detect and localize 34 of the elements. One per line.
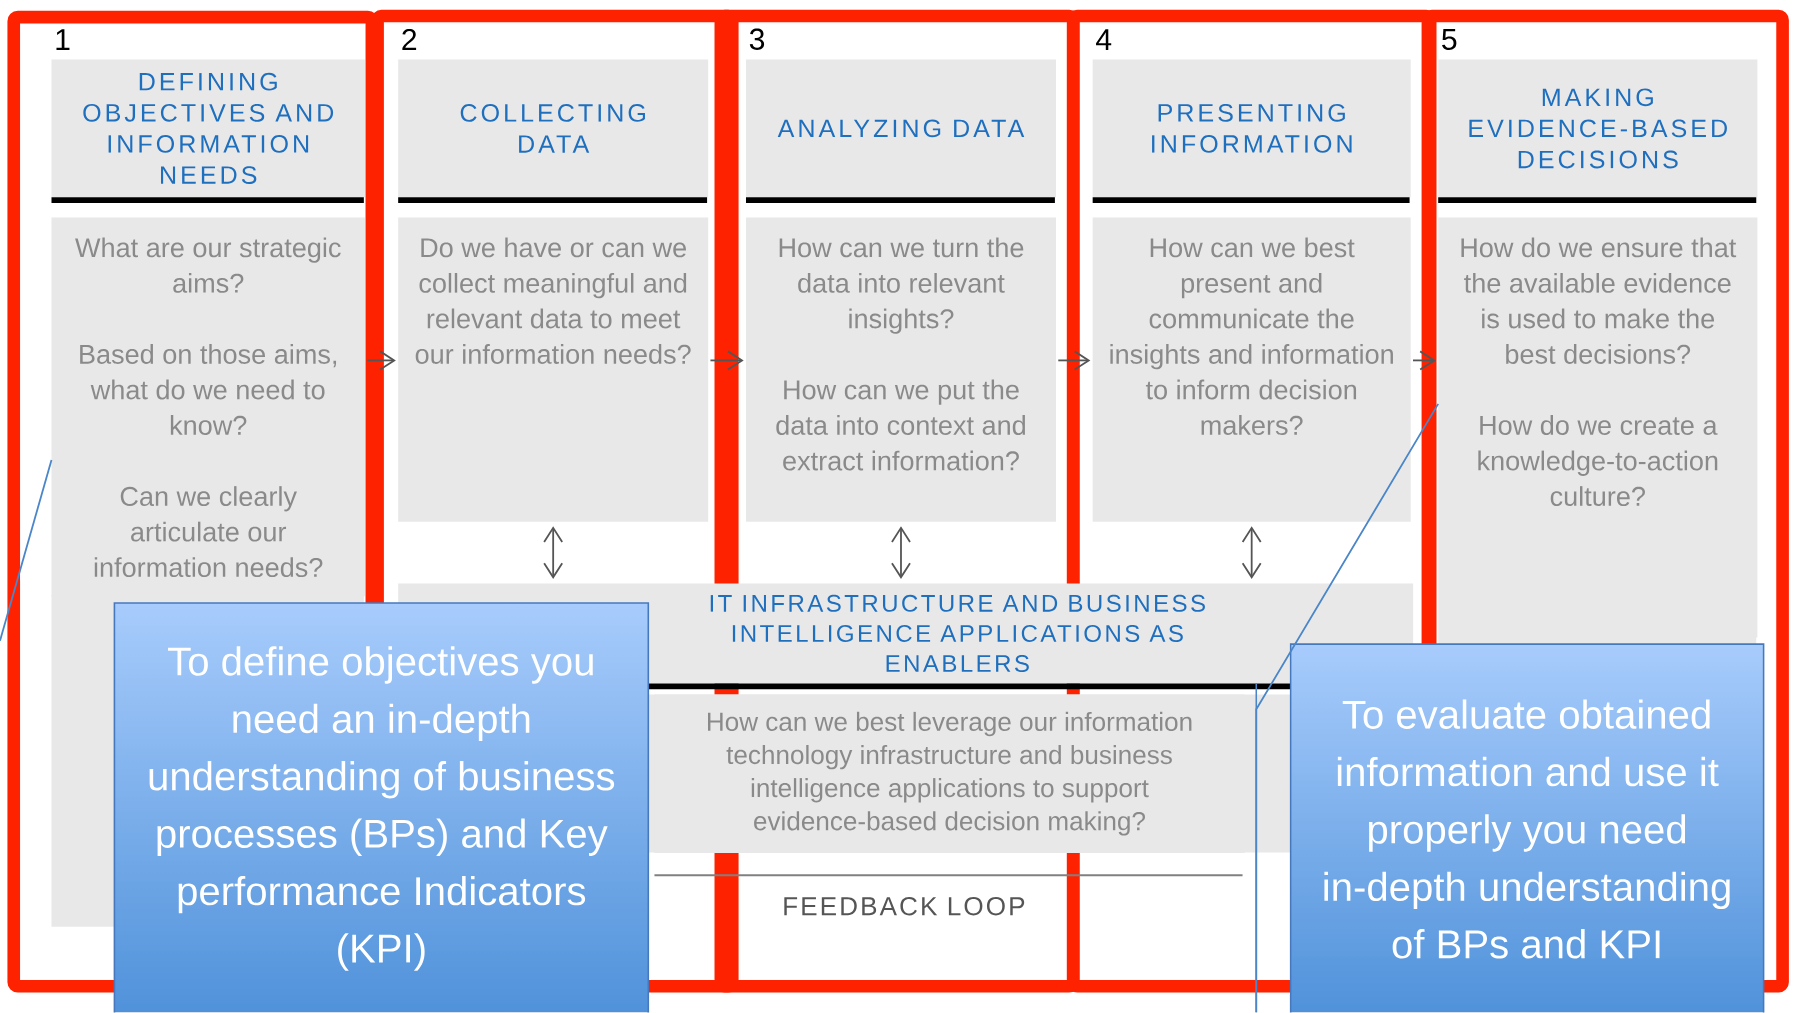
- node-label: What are our strategic aims?: [75, 237, 341, 294]
- question-box: How can we best present and communicate the insights and information to inform decision makers?: [1092, 217, 1411, 522]
- step-header: COLLECTING DATA: [398, 59, 709, 198]
- node-label: Based on those aims, what do we need to know?: [80, 344, 337, 436]
- question-box: How can we best leverage our information technology infrastructure and business intelligence applications to support evidence-based decision making?: [654, 694, 1245, 854]
- loop-label: FEEDBACK LOOP: [784, 897, 1025, 916]
- step-header: PRESENTING INFORMATION: [1092, 59, 1411, 198]
- step-number: 5: [1442, 29, 1457, 51]
- node-label: How can we best leverage our information technology infrastructure and business intelligence applications to support evidence-based decision making?: [708, 712, 1192, 836]
- question-box: What are our strategic aims? Based on those aims, what do we need to know? Can we clearly articulate our information needs?: [51, 217, 365, 597]
- step-number: 2: [402, 29, 417, 51]
- step-number: 3: [749, 28, 765, 51]
- question-box: How do we ensure that the available evidence is used to make the best decisions? How do we create a knowledge-to-action culture?: [1438, 217, 1758, 638]
- arrow: [1057, 350, 1091, 371]
- node-label: How do we create a knowledge-to-action culture?: [1478, 415, 1718, 507]
- node-label: Can we clearly articulate our information needs?: [94, 486, 323, 578]
- callout-box: To define objectives you need an in-depth understanding of business processes (BPs) and Key performance Indicators (KPI): [113, 602, 650, 1013]
- callout-box: To evaluate obtained information and use it properly you need in-depth understanding of BPs and KPI: [1289, 643, 1765, 1013]
- step-header: DEFINING OBJECTIVES AND INFORMATION NEEDS: [51, 59, 365, 198]
- step-number: 1: [56, 29, 70, 51]
- node-label: How do we ensure that the available evidence is used to make the best decisions?: [1461, 237, 1737, 365]
- arrow: [543, 526, 564, 580]
- question-box: Do we have or can we collect meaningful and relevant data to meet our information needs?: [398, 217, 709, 522]
- question-box: How can we turn the data into relevant insights? How can we put the data into context and extract information?: [746, 217, 1056, 522]
- step-header: ANALYZING DATA: [746, 59, 1056, 198]
- leader-line: [0, 459, 53, 642]
- arrow: [366, 350, 396, 371]
- leader-line: [1255, 403, 1440, 1013]
- arrow: [709, 350, 744, 371]
- arrow: [891, 526, 911, 580]
- arrow: [1412, 350, 1436, 371]
- step-header: MAKING EVIDENCE-BASED DECISIONS: [1438, 59, 1758, 198]
- step-number: 4: [1096, 29, 1112, 51]
- arrow: [1241, 526, 1262, 580]
